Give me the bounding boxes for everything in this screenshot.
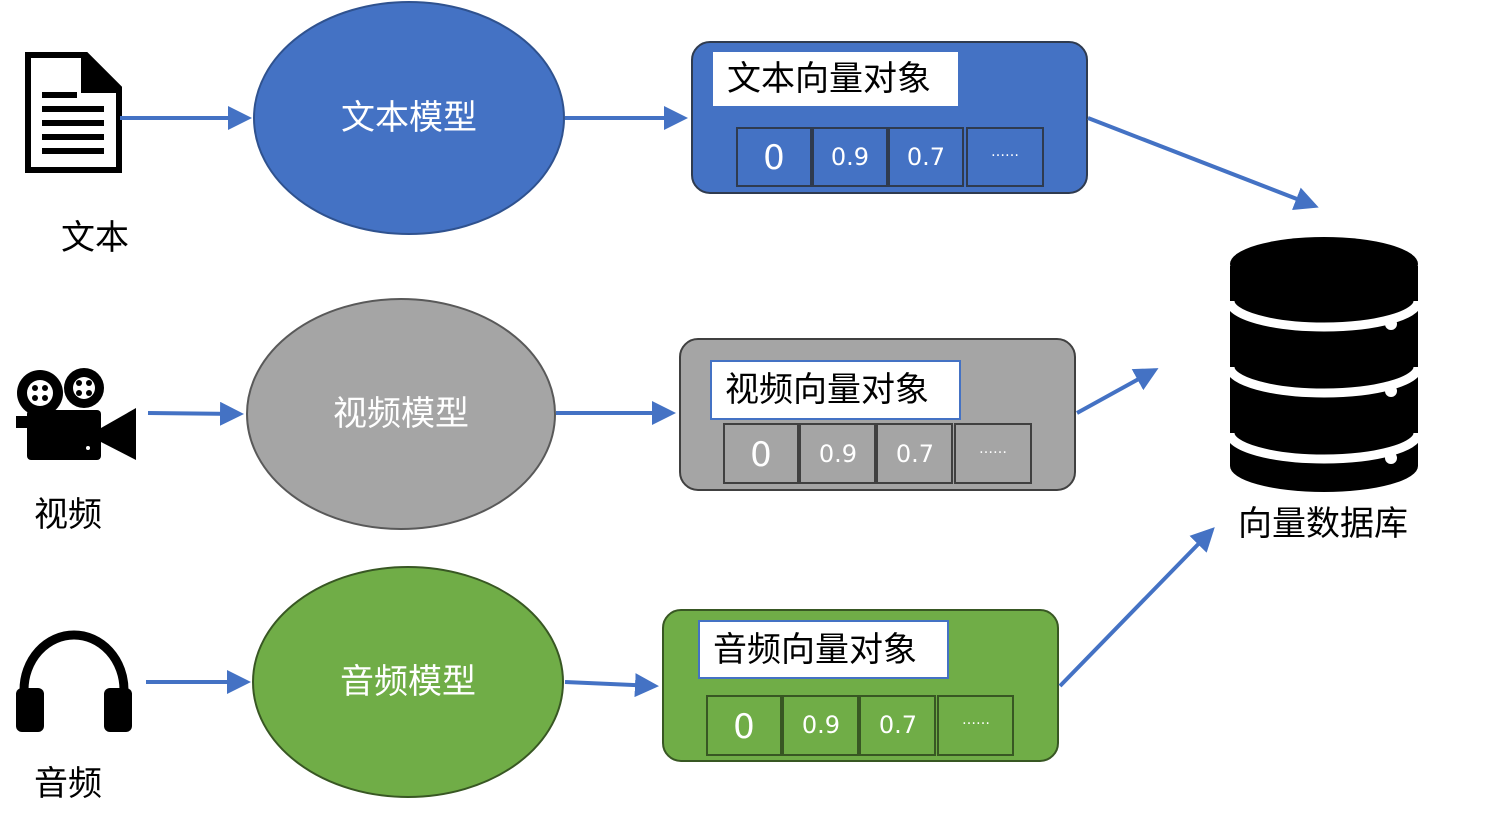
vector-cell-value: 0.9 bbox=[802, 711, 840, 739]
vector-cell-value: 0.7 bbox=[907, 143, 945, 171]
audio-vector-box: 音频向量对象 0 0.9 0.7 …… bbox=[662, 609, 1059, 762]
vector-cell-value: 0.7 bbox=[896, 440, 934, 468]
video-vector-title-box bbox=[710, 360, 961, 420]
source-label-video: 视频 bbox=[34, 495, 102, 535]
vector-cell bbox=[782, 695, 859, 756]
vector-cell-value: …… bbox=[962, 712, 990, 728]
vector-cell-value: 0 bbox=[763, 138, 785, 178]
source-label-text: 文本 bbox=[61, 218, 129, 258]
vector-cell-value: 0 bbox=[733, 707, 755, 747]
audio-vector-title: 音频向量对象 bbox=[713, 630, 917, 670]
text-vector-box: 文本向量对象 0 0.9 0.7 …… bbox=[691, 41, 1088, 194]
vector-cell bbox=[859, 695, 936, 756]
vector-cell bbox=[876, 423, 953, 484]
video-model-label: 视频模型 bbox=[333, 394, 469, 434]
arrow-audio-model-to-vector bbox=[564, 673, 659, 698]
video-vector-title: 视频向量对象 bbox=[725, 370, 929, 410]
audio-model-ellipse bbox=[252, 566, 564, 798]
vector-cell bbox=[954, 423, 1032, 484]
vector-cell-value: 0 bbox=[750, 435, 772, 475]
vector-cell bbox=[706, 695, 782, 756]
database-icon bbox=[1225, 237, 1423, 492]
document-icon bbox=[25, 52, 122, 173]
vector-cell bbox=[812, 127, 888, 187]
vector-cell bbox=[799, 423, 876, 484]
text-vector-title-box bbox=[713, 52, 958, 106]
vector-cell-value: …… bbox=[979, 441, 1007, 457]
video-camera-icon bbox=[16, 368, 136, 460]
vector-cell-value: 0.7 bbox=[879, 711, 917, 739]
vector-cell bbox=[888, 127, 964, 187]
vector-cell bbox=[937, 695, 1014, 756]
audio-model-label: 音频模型 bbox=[340, 662, 476, 702]
video-vector-box: 视频向量对象 0 0.9 0.7 …… bbox=[679, 338, 1076, 491]
text-model-ellipse bbox=[253, 1, 565, 235]
vector-cell-value: …… bbox=[991, 144, 1019, 160]
text-vector-title: 文本向量对象 bbox=[727, 59, 931, 99]
text-model-label: 文本模型 bbox=[341, 98, 477, 138]
vector-cell-value: 0.9 bbox=[819, 440, 857, 468]
headphones-icon bbox=[16, 630, 132, 732]
database-label: 向量数据库 bbox=[1238, 504, 1408, 544]
vector-cell-value: 0.9 bbox=[831, 143, 869, 171]
audio-vector-title-box bbox=[698, 620, 949, 679]
vector-cell bbox=[966, 127, 1044, 187]
arrow-video-to-model bbox=[147, 401, 244, 426]
arrow-audio-vector-to-db bbox=[1058, 527, 1215, 688]
vector-cell bbox=[723, 423, 799, 484]
arrow-text-vector-to-db bbox=[1087, 116, 1319, 210]
source-label-audio: 音频 bbox=[34, 764, 102, 804]
video-model-ellipse bbox=[246, 298, 556, 530]
arrow-video-vector-to-db bbox=[1076, 368, 1159, 415]
vector-cell bbox=[736, 127, 812, 187]
